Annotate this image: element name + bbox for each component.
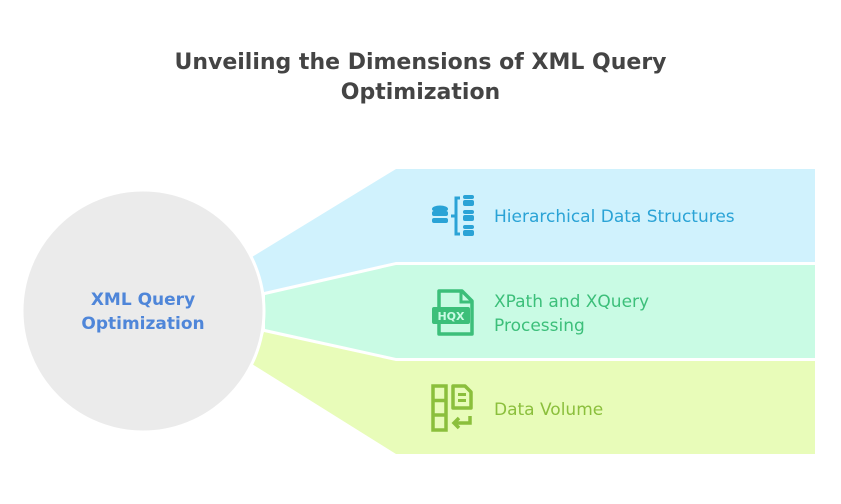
center-label-line-2: Optimization [81,314,205,334]
item-label-hierarchical-data-structures: Hierarchical Data Structures [494,205,735,229]
title-line-1: Unveiling the Dimensions of XML Query [174,50,667,75]
band-hierarchical-data-structures [252,169,815,292]
band-xpath-xquery-processing [265,265,815,358]
database-hierarchy-icon [432,195,474,236]
document-columns-icon [431,384,473,432]
item-label-text: Hierarchical Data Structures [494,207,735,227]
item-label-text-line-2: Processing [494,316,585,336]
center-label: XML Query Optimization [23,288,263,336]
hqx-icon-text: HQX [437,310,465,323]
item-label-xpath-xquery-processing: XPath and XQuery Processing [494,290,649,338]
center-label-line-1: XML Query [90,290,196,310]
item-label-text-line-1: XPath and XQuery [494,292,650,312]
item-label-data-volume: Data Volume [494,398,603,422]
center-circle [20,188,266,434]
title-line-2: Optimization [340,80,501,105]
band-data-volume [252,332,815,454]
item-label-text: Data Volume [494,400,604,420]
diagram-title: Unveiling the Dimensions of XML Query Op… [0,48,841,108]
hqx-file-icon: HQX [432,289,474,336]
